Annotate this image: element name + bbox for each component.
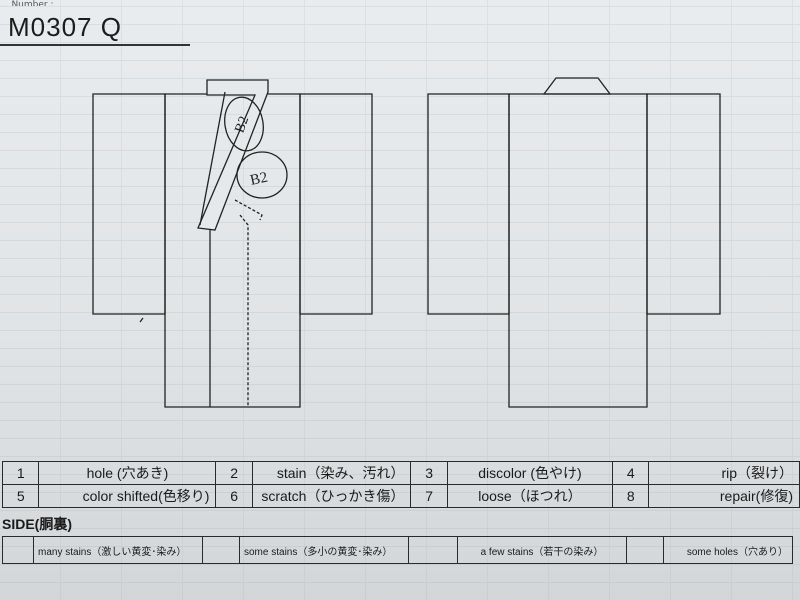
legend-row: 5 color shifted(色移り) 6 scratch（ひっかき傷） 7 … (1, 484, 800, 508)
front-pen-mark (139, 317, 144, 323)
legend-label: repair(修復) (648, 484, 800, 508)
legend-number: 3 (410, 461, 448, 485)
legend-number: 6 (215, 484, 253, 508)
side-section-title: SIDE(胴裏) (2, 516, 72, 532)
front-underlap-dashed-line (234, 199, 263, 221)
legend-label: color shifted(色移り) (38, 484, 217, 508)
item-code: M0307 Q (8, 12, 122, 42)
back-left-sleeve (427, 93, 510, 315)
side-option-label: many stains（激しい黄変･染み） (33, 536, 203, 564)
legend-label: stain（染み、汚れ） (251, 461, 412, 485)
legend-number: 4 (611, 461, 650, 485)
side-checkbox-cell (626, 536, 664, 564)
legend-number: 8 (611, 484, 650, 508)
front-collar (197, 79, 269, 231)
header-partial-label: ... Number : (0, 0, 54, 6)
front-collar-inner-line (199, 91, 226, 226)
side-checkbox-cell (408, 536, 458, 564)
damage-mark-label-1: B2 (233, 114, 253, 134)
side-option-label: some holes（穴あり） (663, 536, 793, 564)
item-code-underline (0, 44, 190, 46)
kimono-back-diagram (427, 77, 721, 408)
front-body (164, 93, 301, 408)
legend-number: 5 (1, 484, 40, 508)
damage-marker-circle-2 (236, 151, 288, 199)
legend-number: 2 (215, 461, 253, 485)
kimono-diagrams: B2 B2 (92, 77, 721, 408)
side-checkbox-cell (202, 536, 240, 564)
damage-mark-label-2: B2 (249, 170, 269, 189)
damage-legend-table: 1 hole (穴あき) 2 stain（染み、汚れ） 3 discolor (… (1, 461, 800, 508)
legend-label: hole (穴あき) (38, 461, 217, 485)
legend-label: scratch（ひっかき傷） (251, 484, 412, 508)
back-body (508, 93, 648, 408)
back-right-sleeve (646, 93, 721, 315)
back-collar (542, 77, 612, 95)
side-option-label: a few stains（若干の染み） (457, 536, 627, 564)
side-checkbox-cell (2, 536, 34, 564)
legend-label: rip（裂け） (648, 461, 800, 485)
front-right-sleeve (299, 93, 373, 315)
legend-label: discolor (色やけ) (446, 461, 614, 485)
legend-label: loose（ほつれ） (446, 484, 614, 508)
legend-row: 1 hole (穴あき) 2 stain（染み、汚れ） 3 discolor (… (1, 461, 800, 485)
front-overlap-dashed-line (239, 214, 249, 407)
side-lining-table: many stains（激しい黄変･染み） some stains（多小の黄変･… (2, 536, 793, 564)
side-row: many stains（激しい黄変･染み） some stains（多小の黄変･… (2, 536, 793, 564)
legend-number: 7 (410, 484, 448, 508)
side-option-label: some stains（多小の黄変･染み） (239, 536, 409, 564)
legend-number: 1 (1, 461, 40, 485)
kimono-front-diagram (92, 79, 373, 408)
damage-marker-circle-1 (224, 96, 264, 152)
front-left-sleeve (92, 93, 166, 315)
